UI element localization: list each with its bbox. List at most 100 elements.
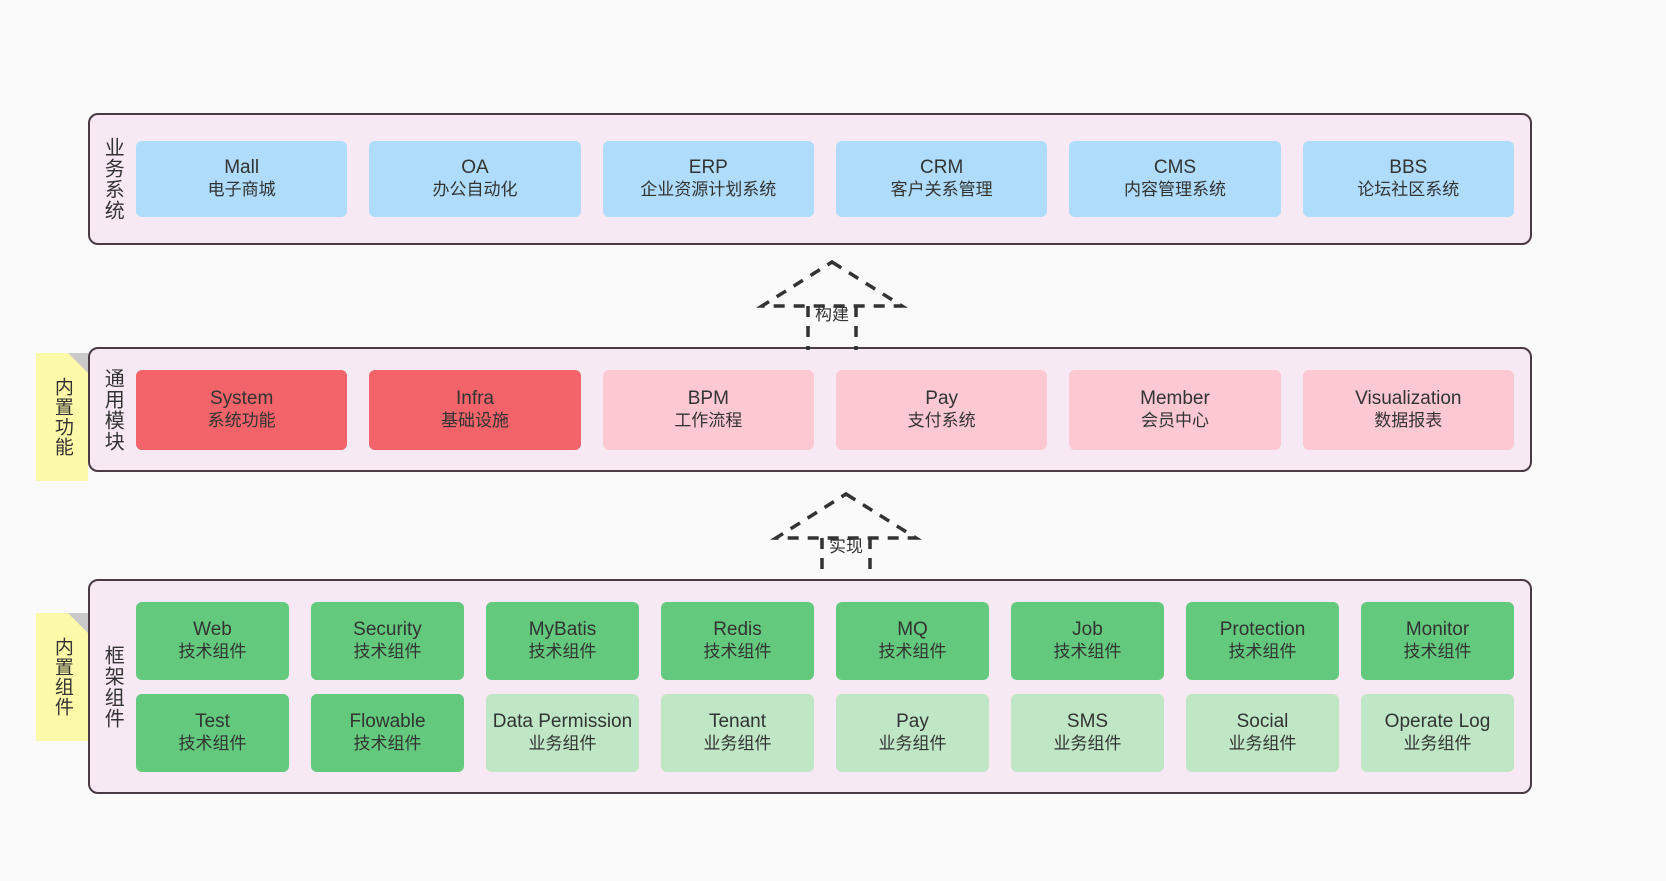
node-bpm[interactable]: BPM 工作流程 <box>602 369 814 450</box>
node-title: BPM <box>687 387 729 409</box>
node-subtitle: 会员中心 <box>1140 410 1209 430</box>
node-protection[interactable]: Protection 技术组件 <box>1186 601 1339 680</box>
node-cms[interactable]: CMS 内容管理系统 <box>1069 141 1281 217</box>
node-subtitle: 支付系统 <box>907 410 976 430</box>
node-title: ERP <box>688 157 728 179</box>
node-erp[interactable]: ERP 企业资源计划系统 <box>602 141 814 217</box>
sticky-fold-icon <box>68 353 88 373</box>
node-title: CMS <box>1153 157 1197 179</box>
connector-build-label: 构建 <box>815 305 849 324</box>
node-title: Pay <box>925 387 959 409</box>
node-subtitle: 业务组件 <box>528 733 597 753</box>
implement-arrow-icon <box>769 491 923 578</box>
node-subtitle: 系统功能 <box>207 410 276 430</box>
node-title: OA <box>461 157 489 179</box>
connector-implement: 实现 <box>766 490 926 578</box>
node-subtitle: 技术组件 <box>1228 641 1297 661</box>
row: System 系统功能 Infra 基础设施 BPM 工作流程 Pay 支付系统… <box>136 369 1514 450</box>
node-infra[interactable]: Infra 基础设施 <box>369 369 581 450</box>
node-title: Protection <box>1219 618 1306 640</box>
node-subtitle: 基础设施 <box>440 410 509 430</box>
node-title: Flowable <box>349 710 426 732</box>
node-title: Redis <box>713 618 762 640</box>
node-subtitle: 电子商城 <box>207 180 276 200</box>
node-title: BBS <box>1389 157 1428 179</box>
node-subtitle: 企业资源计划系统 <box>640 180 777 200</box>
node-subtitle: 内容管理系统 <box>1123 180 1226 200</box>
node-title: CRM <box>920 157 964 179</box>
node-title: Member <box>1140 387 1210 409</box>
node-web[interactable]: Web 技术组件 <box>136 601 289 680</box>
node-data-permission[interactable]: Data Permission 业务组件 <box>486 693 639 772</box>
node-title: Security <box>353 618 422 640</box>
node-title: Mall <box>224 157 260 179</box>
node-job[interactable]: Job 技术组件 <box>1011 601 1164 680</box>
node-subtitle: 业务组件 <box>1403 733 1472 753</box>
layer-framework-component[interactable]: 框架组件 Web 技术组件 Security 技术组件 MyBatis 技术组件… <box>88 579 1532 794</box>
node-sms[interactable]: SMS 业务组件 <box>1011 693 1164 772</box>
node-subtitle: 技术组件 <box>178 733 247 753</box>
node-system[interactable]: System 系统功能 <box>136 369 348 450</box>
node-title: Job <box>1072 618 1103 640</box>
connector-build: 构建 <box>752 258 912 350</box>
node-subtitle: 论坛社区系统 <box>1357 180 1460 200</box>
node-member[interactable]: Member 会员中心 <box>1069 369 1281 450</box>
node-mybatis[interactable]: MyBatis 技术组件 <box>486 601 639 680</box>
node-monitor[interactable]: Monitor 技术组件 <box>1361 601 1514 680</box>
layer-common-module[interactable]: 通用模块 System 系统功能 Infra 基础设施 BPM 工作流程 Pay… <box>88 347 1532 472</box>
layer-business-system[interactable]: 业务系统 Mall 电子商城 OA 办公自动化 ERP 企业资源计划系统 CRM… <box>88 113 1532 245</box>
node-flowable[interactable]: Flowable 技术组件 <box>311 693 464 772</box>
node-pay[interactable]: Pay 支付系统 <box>835 369 1048 450</box>
node-title: Infra <box>455 387 494 409</box>
node-subtitle: 技术组件 <box>178 641 247 661</box>
node-title: Pay <box>896 710 929 732</box>
node-test[interactable]: Test 技术组件 <box>136 693 289 772</box>
row: Mall 电子商城 OA 办公自动化 ERP 企业资源计划系统 CRM 客户关系… <box>136 141 1514 217</box>
sticky-note-builtin-function[interactable]: 内置功能 <box>36 353 88 481</box>
node-title: MyBatis <box>528 618 597 640</box>
node-pay-business[interactable]: Pay 业务组件 <box>836 693 989 772</box>
node-subtitle: 业务组件 <box>703 733 772 753</box>
node-security[interactable]: Security 技术组件 <box>311 601 464 680</box>
node-mq[interactable]: MQ 技术组件 <box>836 601 989 680</box>
node-tenant[interactable]: Tenant 业务组件 <box>661 693 814 772</box>
node-title: System <box>209 387 274 409</box>
node-title: Visualization <box>1355 387 1462 409</box>
node-operate-log[interactable]: Operate Log 业务组件 <box>1361 693 1514 772</box>
node-subtitle: 技术组件 <box>353 733 422 753</box>
node-title: Tenant <box>708 710 767 732</box>
node-redis[interactable]: Redis 技术组件 <box>661 601 814 680</box>
build-arrow-icon <box>755 259 909 350</box>
layer-title-business-system: 业务系统 <box>101 137 124 221</box>
node-subtitle: 业务组件 <box>1228 733 1297 753</box>
node-visualization[interactable]: Visualization 数据报表 <box>1302 369 1514 450</box>
layer-title-common-module: 通用模块 <box>101 367 124 452</box>
node-title: Monitor <box>1405 618 1470 640</box>
connector-implement-label: 实现 <box>829 537 863 556</box>
node-subtitle: 数据报表 <box>1374 410 1443 430</box>
node-title: SMS <box>1066 710 1109 732</box>
node-title: Social <box>1236 710 1289 732</box>
node-mall[interactable]: Mall 电子商城 <box>136 141 348 217</box>
node-subtitle: 技术组件 <box>878 641 947 661</box>
node-title: Data Permission <box>492 710 633 732</box>
node-subtitle: 技术组件 <box>528 641 597 661</box>
node-subtitle: 技术组件 <box>353 641 422 661</box>
node-subtitle: 业务组件 <box>878 733 947 753</box>
node-bbs[interactable]: BBS 论坛社区系统 <box>1302 141 1514 217</box>
node-subtitle: 技术组件 <box>1403 641 1472 661</box>
node-social[interactable]: Social 业务组件 <box>1186 693 1339 772</box>
node-subtitle: 客户关系管理 <box>890 180 993 200</box>
sticky-note-label: 内置功能 <box>51 377 73 457</box>
node-oa[interactable]: OA 办公自动化 <box>369 141 581 217</box>
node-title: Operate Log <box>1384 710 1491 732</box>
layer-body-framework-component: Web 技术组件 Security 技术组件 MyBatis 技术组件 Redi… <box>134 581 1530 792</box>
layer-body-business-system: Mall 电子商城 OA 办公自动化 ERP 企业资源计划系统 CRM 客户关系… <box>134 115 1530 243</box>
node-crm[interactable]: CRM 客户关系管理 <box>835 141 1048 217</box>
row: Web 技术组件 Security 技术组件 MyBatis 技术组件 Redi… <box>136 601 1514 680</box>
sticky-fold-icon <box>68 613 88 633</box>
node-subtitle: 技术组件 <box>1053 641 1122 661</box>
node-subtitle: 工作流程 <box>674 410 743 430</box>
sticky-note-builtin-component[interactable]: 内置组件 <box>36 613 88 741</box>
